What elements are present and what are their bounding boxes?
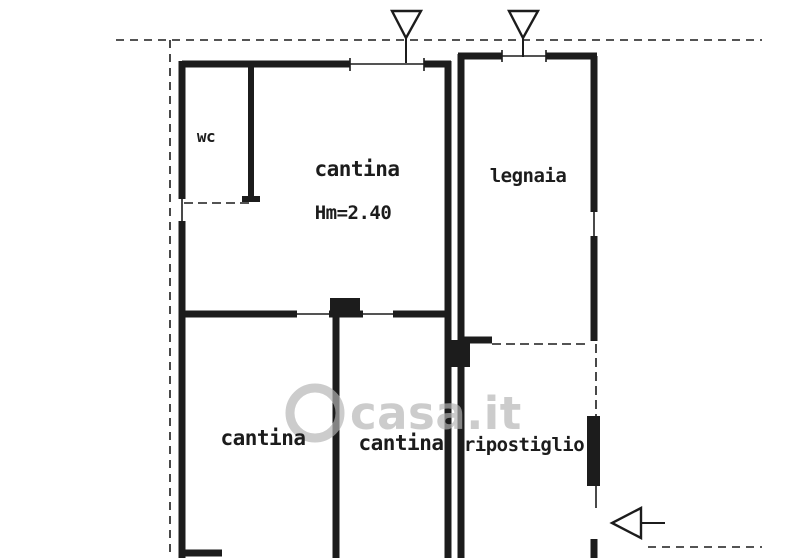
arrow-head [390,9,424,41]
jambs-top-entrance [349,58,425,71]
room-label-wc: wc [197,127,215,146]
entrance-arrow-down-icon [390,9,424,63]
room-label-legnaia: legnaia [490,165,567,187]
room-label-cantina-top: cantina [314,157,399,181]
walls-group [178,52,598,558]
arrow-head [507,9,541,41]
watermark-text: casa.it [350,387,522,440]
boundary-lines-group [116,39,762,557]
wall-wc-partition [242,67,260,202]
watermark-logo-circle-icon [285,383,345,443]
pier-right-wall [587,416,600,486]
room-labels-group: wc cantina Hm=2.40 legnaia cantina canti… [197,127,585,456]
pier-junction-right [450,340,470,367]
entrance-arrow-left-icon [609,506,665,540]
room-label-cantina-bottom-left: cantina [220,426,305,450]
ceiling-height-note: Hm=2.40 [315,202,392,224]
arrow-head [609,506,643,540]
pier-middle-wall [330,298,360,315]
wall-blocks-group [330,298,600,486]
watermark: casa.it [285,383,522,443]
entrance-arrow-down-icon [507,9,541,57]
entrance-arrows-group [390,9,665,540]
room-label-ripostiglio: ripostiglio [464,434,584,456]
room-label-cantina-bottom-middle: cantina [358,431,443,455]
jambs-legnaia-entrance [501,50,547,62]
